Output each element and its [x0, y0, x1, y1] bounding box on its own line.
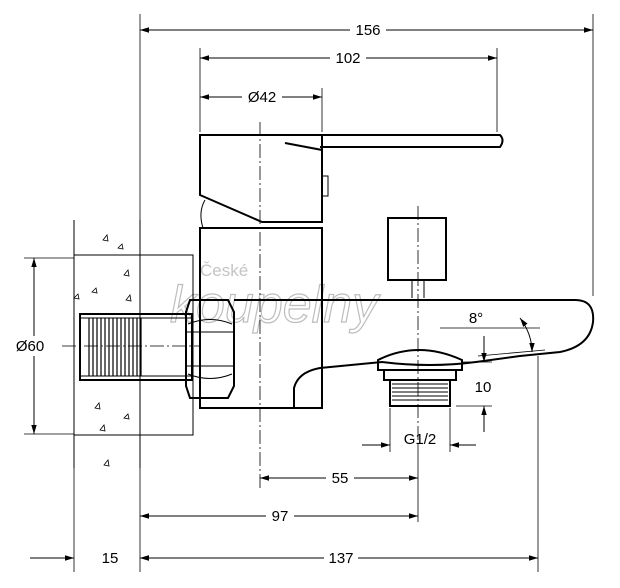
dim-outlet-offset: 55: [332, 470, 349, 487]
dim-overall-width: 156: [355, 22, 380, 39]
dim-thread: G1/2: [404, 431, 437, 448]
dimension-labels: 156 102 Ø42 Ø60 8° 10 G1/2 55 97 15 137: [10, 20, 491, 567]
dim-lever-length: 102: [335, 50, 360, 67]
dim-outlet-from-wall: 97: [272, 508, 289, 525]
dim-wall-depth: 15: [102, 550, 119, 567]
watermark-line1: České: [200, 261, 248, 280]
center-lines: [62, 122, 419, 490]
diverter-knob: [387, 217, 447, 298]
concrete-hatch: [73, 234, 132, 467]
dim-spout-angle: 8°: [469, 310, 483, 327]
dim-body-diameter: Ø42: [248, 89, 276, 106]
lever-handle: [262, 134, 504, 223]
dim-spout-projection: 137: [328, 550, 353, 567]
dim-outlet-height: 10: [475, 379, 492, 396]
shower-outlet: [377, 349, 463, 407]
watermark: České koupelny: [169, 261, 381, 335]
dim-wall-diameter: Ø60: [16, 338, 44, 355]
watermark-line2: koupelny: [170, 276, 381, 334]
hex-nut: [185, 299, 235, 399]
wall-connector: [79, 313, 193, 381]
